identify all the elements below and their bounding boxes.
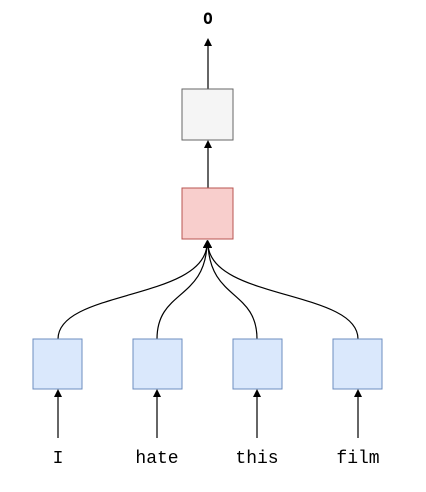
output-box: [181, 88, 234, 141]
hidden-box: [181, 187, 234, 240]
word-label-4: film: [336, 449, 379, 469]
output-label: O: [203, 9, 213, 28]
edge-input-3-to-hidden: [204, 240, 258, 340]
edge-input-4-to-hidden: [204, 240, 359, 340]
input-box-2: [132, 338, 183, 390]
word-label-2: hate: [135, 449, 178, 469]
input-box-3: [232, 338, 283, 390]
input-box-4: [332, 338, 383, 390]
input-box-1: [32, 338, 83, 390]
word-label-3: this: [235, 449, 278, 469]
word-label-1: I: [53, 449, 64, 469]
edge-input-1-to-hidden: [57, 240, 211, 340]
edge-input-2-to-hidden: [156, 240, 211, 340]
